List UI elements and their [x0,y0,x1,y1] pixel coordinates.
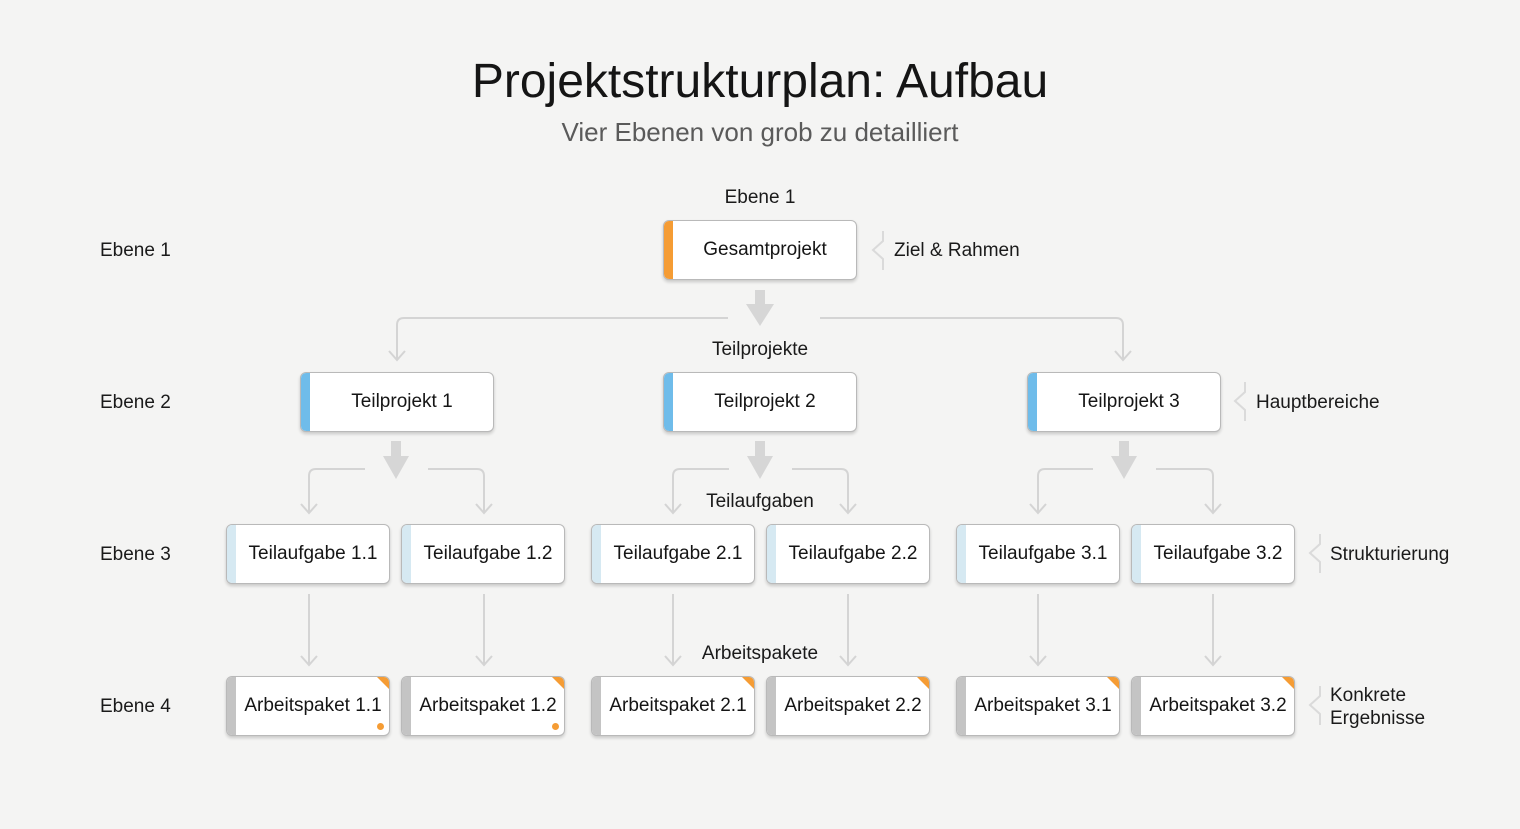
note-konkrete-ergebnisse: Konkrete Ergebnisse [1330,684,1425,730]
node-gesamtprojekt[interactable]: Gesamtprojekt [663,220,857,280]
accent-bar [227,677,236,735]
node-label: Teilprojekt 3 [1078,391,1180,412]
node-label: Teilaufgabe 3.2 [1153,543,1283,564]
node-arbeitspaket-3-1[interactable]: Arbeitspaket 3.1 [956,676,1120,736]
node-label: Teilaufgabe 3.1 [978,543,1108,564]
note-line-1: Konkrete [1330,685,1407,706]
node-arbeitspaket-2-1[interactable]: Arbeitspaket 2.1 [591,676,755,736]
accent-bar [227,525,236,583]
node-teilprojekt-2[interactable]: Teilprojekt 2 [663,372,857,432]
accent-bar [1028,373,1037,431]
accent-bar [767,677,776,735]
node-teilprojekt-3[interactable]: Teilprojekt 3 [1027,372,1221,432]
caption-teilprojekte: Teilprojekte [711,339,809,360]
node-arbeitspaket-3-2[interactable]: Arbeitspaket 3.2 [1131,676,1295,736]
node-teilprojekt-1[interactable]: Teilprojekt 1 [300,372,494,432]
accent-bar [1132,677,1141,735]
accent-bar [664,221,673,279]
corner-marker-icon [551,677,564,690]
node-teilaufgabe-2-1[interactable]: Teilaufgabe 2.1 [591,524,755,584]
corner-marker-icon [916,677,929,690]
node-label: Teilprojekt 1 [351,391,453,412]
corner-marker-icon [1281,677,1294,690]
accent-bar [402,525,411,583]
accent-bar [767,525,776,583]
note-line-2: Ergebnisse [1330,708,1426,729]
node-label: Teilaufgabe 2.1 [613,543,743,564]
node-label: Arbeitspaket 2.2 [784,695,922,716]
status-dot-icon [552,723,559,730]
accent-bar [957,677,966,735]
node-label: Arbeitspaket 1.2 [419,695,557,716]
note-strukturierung: Strukturierung [1330,544,1450,565]
accent-bar [592,525,601,583]
accent-bar [402,677,411,735]
status-dot-icon [377,723,384,730]
node-teilaufgabe-3-1[interactable]: Teilaufgabe 3.1 [956,524,1120,584]
node-label: Teilaufgabe 2.2 [788,543,918,564]
node-label: Teilprojekt 2 [714,391,816,412]
node-arbeitspaket-2-2[interactable]: Arbeitspaket 2.2 [766,676,930,736]
node-arbeitspaket-1-2[interactable]: Arbeitspaket 1.2 [401,676,565,736]
node-label: Arbeitspaket 1.1 [244,695,382,716]
node-arbeitspaket-1-1[interactable]: Arbeitspaket 1.1 [226,676,390,736]
caption-arbeitspakete: Arbeitspakete [701,643,819,664]
corner-marker-icon [1106,677,1119,690]
node-teilaufgabe-1-1[interactable]: Teilaufgabe 1.1 [226,524,390,584]
accent-bar [664,373,673,431]
level-label-1: Ebene 1 [100,240,171,261]
caption-level1: Ebene 1 [724,187,796,208]
accent-bar [957,525,966,583]
corner-marker-icon [376,677,389,690]
node-label: Teilaufgabe 1.2 [423,543,553,564]
node-teilaufgabe-2-2[interactable]: Teilaufgabe 2.2 [766,524,930,584]
node-label: Arbeitspaket 3.1 [974,695,1112,716]
level-label-3: Ebene 3 [100,544,171,565]
node-label: Teilaufgabe 1.1 [248,543,378,564]
accent-bar [301,373,310,431]
note-ziel-rahmen: Ziel & Rahmen [894,240,1020,261]
level-label-4: Ebene 4 [100,696,171,717]
node-label: Gesamtprojekt [703,239,827,260]
corner-marker-icon [741,677,754,690]
accent-bar [592,677,601,735]
note-hauptbereiche: Hauptbereiche [1256,392,1380,413]
page-subtitle: Vier Ebenen von grob zu detailliert [561,117,959,147]
node-label: Arbeitspaket 2.1 [609,695,747,716]
page-title: Projektstrukturplan: Aufbau [471,55,1049,108]
level-label-2: Ebene 2 [100,392,171,413]
node-teilaufgabe-3-2[interactable]: Teilaufgabe 3.2 [1131,524,1295,584]
accent-bar [1132,525,1141,583]
node-label: Arbeitspaket 3.2 [1149,695,1287,716]
node-teilaufgabe-1-2[interactable]: Teilaufgabe 1.2 [401,524,565,584]
caption-teilaufgaben: Teilaufgaben [706,491,814,512]
